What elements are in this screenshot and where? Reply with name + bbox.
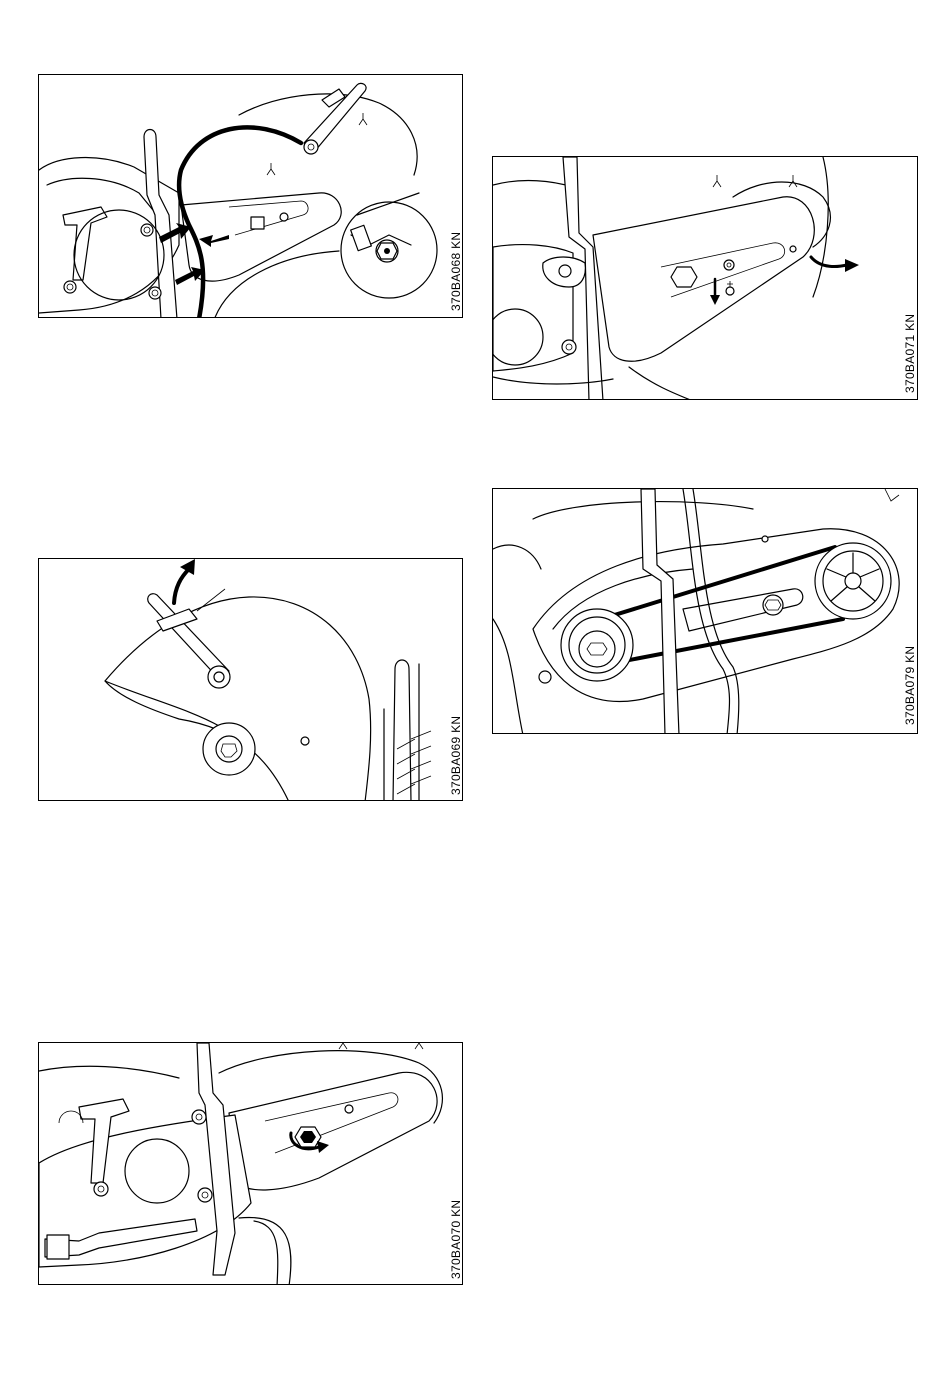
figure-v-belt-pulleys: 370BA079 KN (492, 488, 918, 734)
illustration-v-belt (493, 489, 918, 734)
figure-code: 370BA071 KN (903, 314, 917, 393)
figure-belt-tension-nut: 370BA070 KN (38, 1042, 463, 1285)
figure-code: 370BA069 KN (449, 716, 463, 795)
figure-code: 370BA079 KN (903, 646, 917, 725)
figure-code: 370BA070 KN (449, 1200, 463, 1279)
illustration-guard-lever (39, 559, 463, 801)
illustration-tension-nut (39, 1043, 463, 1285)
figure-belt-cover-removal: 370BA071 KN (492, 156, 918, 400)
illustration-cover-removal (493, 157, 918, 400)
illustration-guard-hose (39, 75, 463, 318)
figure-guard-adjust-lever: 370BA069 KN (38, 558, 463, 801)
figure-code: 370BA068 KN (449, 232, 463, 311)
figure-guard-hose-routing: 370BA068 KN (38, 74, 463, 318)
